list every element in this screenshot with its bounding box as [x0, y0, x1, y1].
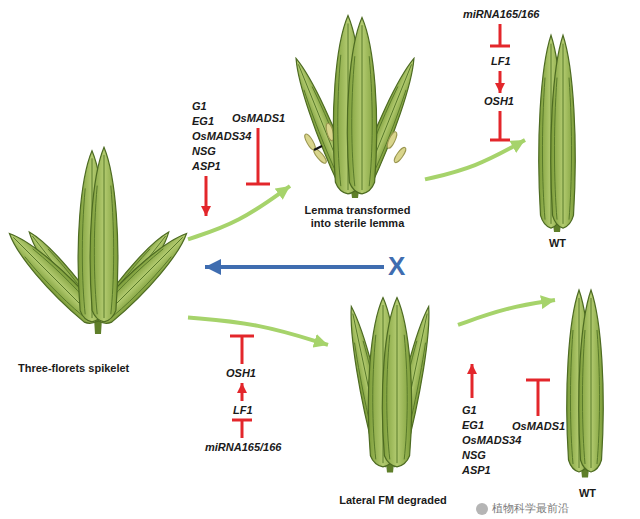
spikelet-stage: WT [555, 285, 620, 500]
gene-label: OsMADS34 [462, 434, 521, 447]
development-arrow [425, 140, 525, 179]
inhibit-line [257, 128, 260, 184]
gene-label: G1 [462, 404, 477, 417]
watermark: 植物科学最前沿 [492, 502, 569, 515]
inhibit-bar [526, 379, 550, 382]
inhibit-bar [230, 335, 254, 338]
inhibit-line [537, 380, 540, 416]
gene-label: LF1 [491, 55, 511, 68]
gene-label: OSH1 [484, 95, 514, 108]
promote-arrow [205, 176, 208, 216]
gene-label: miRNA165/166 [205, 441, 281, 454]
gene-label: ASP1 [192, 160, 221, 173]
spikelet-stage: Lateral FM degraded [328, 285, 458, 507]
three-florets-figure [1, 147, 194, 334]
development-arrow [188, 318, 328, 345]
stage-caption: WT [579, 487, 596, 500]
gene-label: G1 [192, 100, 207, 113]
stigma-mark [314, 146, 322, 150]
blocked-mark: X [388, 252, 405, 280]
gene-label: miRNA165/166 [463, 8, 539, 21]
gene-label: NSG [192, 145, 216, 158]
central-floret [382, 298, 411, 467]
spikelet-stage: Three-florets spikelet [0, 145, 188, 375]
gene-label: EG1 [462, 419, 484, 432]
inhibit-bar [490, 45, 510, 48]
wt-figure [567, 290, 603, 478]
sterile-lemma-figure [288, 16, 423, 198]
lateral-fm-figure [343, 298, 438, 473]
spikelet-stage: Lemma transformed into sterile lemma [290, 10, 425, 230]
central-floret [347, 17, 376, 194]
gene-label: OSH1 [226, 367, 256, 380]
development-arrow [188, 186, 290, 239]
gene-label: OsMADS1 [512, 420, 565, 433]
gene-label: NSG [462, 449, 486, 462]
inhibit-line [241, 420, 244, 438]
inhibit-line [241, 336, 244, 364]
promote-arrow [241, 383, 244, 401]
gene-label: OsMADS1 [232, 112, 285, 125]
wt-floret [551, 35, 575, 228]
central-floret [90, 147, 118, 322]
spikelet-stage: WT [525, 30, 590, 250]
gene-label: LF1 [233, 404, 253, 417]
promote-arrow [499, 71, 502, 93]
gene-label: OsMADS34 [192, 130, 251, 143]
stage-caption: Lemma transformed into sterile lemma [298, 204, 418, 230]
anther [392, 146, 407, 164]
blocked-arrow [205, 265, 384, 269]
watermark-icon [476, 503, 488, 515]
promote-arrow [471, 364, 474, 398]
gene-label: EG1 [192, 115, 214, 128]
wt-figure [539, 35, 575, 232]
anther [385, 131, 398, 150]
stage-caption: Lateral FM degraded [339, 494, 447, 507]
inhibit-bar [246, 183, 270, 186]
stage-caption: Three-florets spikelet [18, 362, 129, 375]
wt-floret [579, 290, 603, 472]
development-arrow [458, 300, 555, 325]
gene-label: ASP1 [462, 464, 491, 477]
stage-caption: WT [549, 237, 566, 250]
inhibit-bar [490, 139, 510, 142]
inhibit-bar [232, 419, 252, 422]
inhibit-line [499, 24, 502, 46]
inhibit-line [499, 111, 502, 140]
